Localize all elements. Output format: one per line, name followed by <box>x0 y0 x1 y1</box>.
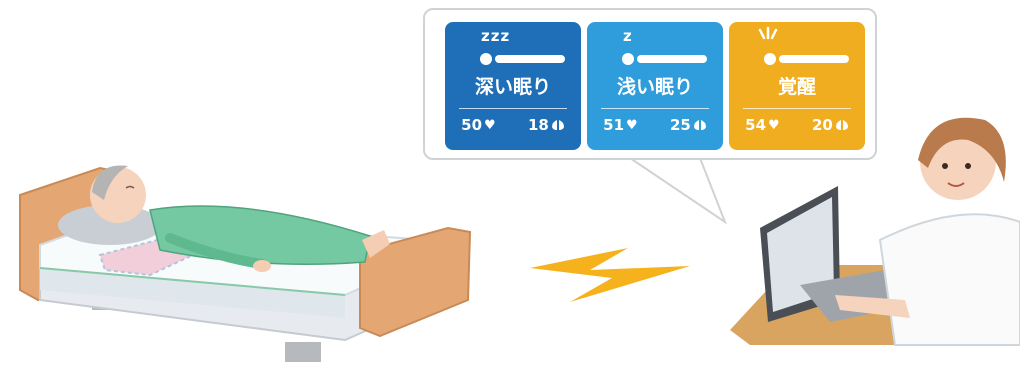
respiration-value: 25 <box>669 116 691 134</box>
patient-feet <box>362 230 390 258</box>
divider <box>743 108 851 109</box>
sleep-state-label: 深い眠り <box>474 76 551 98</box>
respiration-value: 18 <box>527 116 549 134</box>
wireless-signal-icon <box>530 248 690 302</box>
nurse-arm <box>835 295 910 318</box>
heart-icon: ♥ <box>768 117 780 133</box>
vital-stats: 54♥ 20 <box>729 116 865 134</box>
nurse-smile <box>947 182 965 187</box>
heart-rate-value: 51 <box>603 116 625 134</box>
patient <box>58 165 390 272</box>
heart-rate-value: 54 <box>745 116 767 134</box>
mattress-stripe <box>39 267 346 296</box>
nurse-eye <box>942 163 948 169</box>
lungs-icon <box>693 120 706 130</box>
monitor-speech-bubble: zzz 深い眠り 50♥ 18 z 浅い眠り 51♥ 25 覚醒 <box>423 8 877 160</box>
respiration-value: 20 <box>811 116 833 134</box>
heart-rate-value: 50 <box>461 116 483 134</box>
divider <box>459 108 567 109</box>
heart-icon: ♥ <box>484 117 496 133</box>
nurse-hair <box>918 117 1006 182</box>
sleeping-person-icon <box>480 53 565 65</box>
nurse-eye <box>965 163 971 169</box>
heart-icon: ♥ <box>626 117 638 133</box>
patient-closed-eye <box>125 185 135 189</box>
vital-stats: 51♥ 25 <box>587 116 723 134</box>
patient-hand <box>253 260 271 272</box>
sleep-state-card-awake: 覚醒 54♥ 20 <box>729 22 865 150</box>
patient-arm <box>165 233 267 269</box>
vital-stats: 50♥ 18 <box>445 116 581 134</box>
divider <box>601 108 709 109</box>
bed-leg <box>285 342 321 362</box>
sleep-state-label: 浅い眠り <box>616 76 693 98</box>
lungs-icon <box>835 120 848 130</box>
mattress-side <box>40 268 345 318</box>
sleep-state-card-light: z 浅い眠り 51♥ 25 <box>587 22 723 150</box>
alert-rays-icon <box>758 26 778 40</box>
sleep-state-label: 覚醒 <box>777 76 816 98</box>
patient-hair <box>92 165 128 200</box>
sleeping-person-icon <box>622 53 707 65</box>
speech-bubble-tail <box>626 157 728 225</box>
zzz-icon: zzz <box>481 27 511 45</box>
nurse-uniform <box>878 213 1020 346</box>
lungs-icon <box>551 120 564 130</box>
footboard <box>359 226 472 338</box>
sleep-state-card-deep: zzz 深い眠り 50♥ 18 <box>445 22 581 150</box>
z-icon: z <box>623 27 633 45</box>
nurse <box>835 117 1020 346</box>
awake-person-icon <box>764 53 849 65</box>
